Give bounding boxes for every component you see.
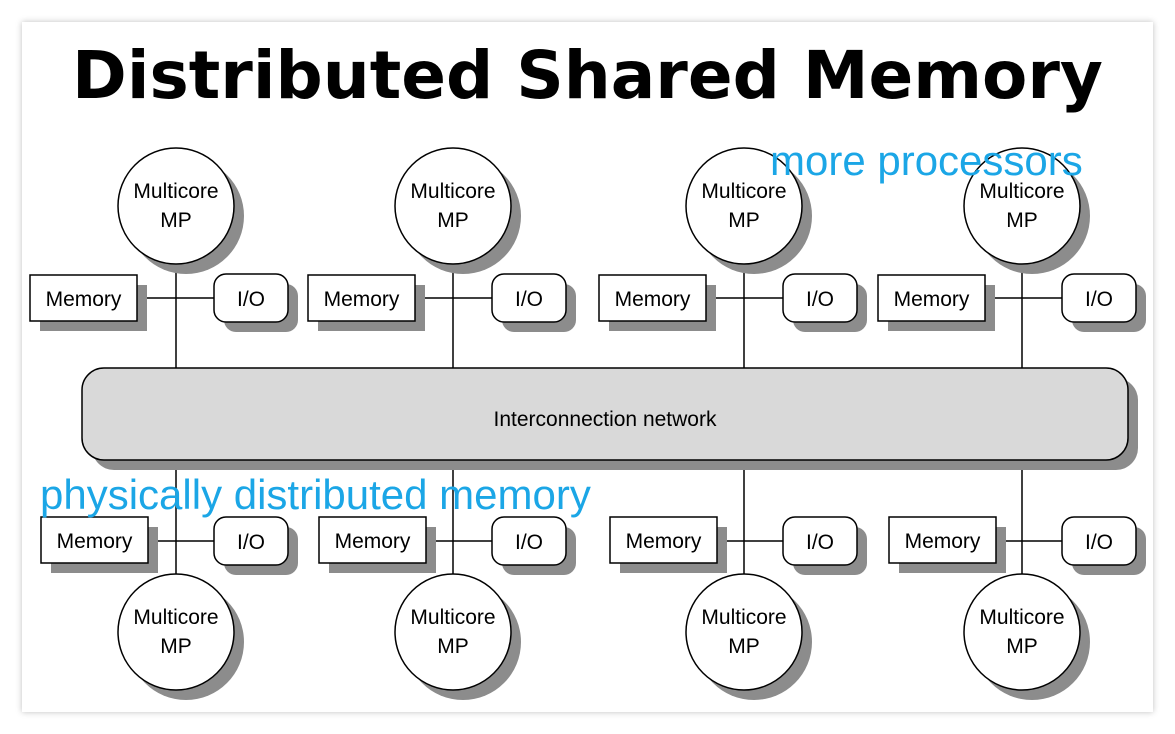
io-label: I/O <box>237 288 265 311</box>
processor-label-line2: MP <box>1006 635 1038 658</box>
processor-node <box>117 573 235 691</box>
io-label: I/O <box>1085 531 1113 554</box>
memory-box-bottom <box>888 516 997 564</box>
processor-label-line2: MP <box>160 635 192 658</box>
io-label: I/O <box>806 288 834 311</box>
memory-box-bottom <box>318 516 427 564</box>
processor-node <box>685 147 803 265</box>
processor-label-line1: Multicore <box>410 606 495 629</box>
processor-node <box>394 147 512 265</box>
processor-label-line2: MP <box>160 209 192 232</box>
io-label: I/O <box>806 531 834 554</box>
io-box <box>491 273 567 323</box>
memory-label: Memory <box>615 288 691 311</box>
io-box <box>491 516 567 566</box>
memory-box-bottom <box>40 516 149 564</box>
processor-label-line1: Multicore <box>133 180 218 203</box>
io-box <box>782 273 858 323</box>
processor-label-line1: Multicore <box>701 606 786 629</box>
network-label: Interconnection network <box>494 408 717 431</box>
memory-label: Memory <box>905 530 981 553</box>
memory-label: Memory <box>626 530 702 553</box>
io-label: I/O <box>237 531 265 554</box>
memory-box-top <box>598 274 707 322</box>
io-label: I/O <box>1085 288 1113 311</box>
processor-label-line1: Multicore <box>701 180 786 203</box>
memory-box-bottom <box>609 516 718 564</box>
io-box <box>1061 273 1137 323</box>
memory-label: Memory <box>57 530 133 553</box>
io-box <box>1061 516 1137 566</box>
memory-box-top <box>307 274 416 322</box>
processor-node <box>117 147 235 265</box>
memory-box-top <box>29 274 138 322</box>
processor-label-line2: MP <box>728 209 760 232</box>
annotation-distributed-memory: physically distributed memory <box>40 471 591 518</box>
memory-label: Memory <box>46 288 122 311</box>
processor-label-line2: MP <box>437 209 469 232</box>
processor-label-line1: Multicore <box>133 606 218 629</box>
processor-label-line1: Multicore <box>410 180 495 203</box>
processor-label-line1: Multicore <box>979 180 1064 203</box>
slide-title: Distributed Shared Memory <box>72 37 1103 114</box>
processor-label-line2: MP <box>728 635 760 658</box>
interconnection-network <box>81 367 1129 461</box>
processor-node <box>963 147 1081 265</box>
annotation-more-processors: more processors <box>770 137 1083 184</box>
processor-label-line1: Multicore <box>979 606 1064 629</box>
io-box <box>213 516 289 566</box>
memory-label: Memory <box>894 288 970 311</box>
processor-node <box>963 573 1081 691</box>
io-label: I/O <box>515 531 543 554</box>
processor-node <box>685 573 803 691</box>
processor-label-line2: MP <box>437 635 469 658</box>
memory-box-top <box>877 274 986 322</box>
memory-label: Memory <box>324 288 400 311</box>
io-box <box>213 273 289 323</box>
processor-label-line2: MP <box>1006 209 1038 232</box>
processor-node <box>394 573 512 691</box>
io-box <box>782 516 858 566</box>
memory-label: Memory <box>335 530 411 553</box>
io-label: I/O <box>515 288 543 311</box>
